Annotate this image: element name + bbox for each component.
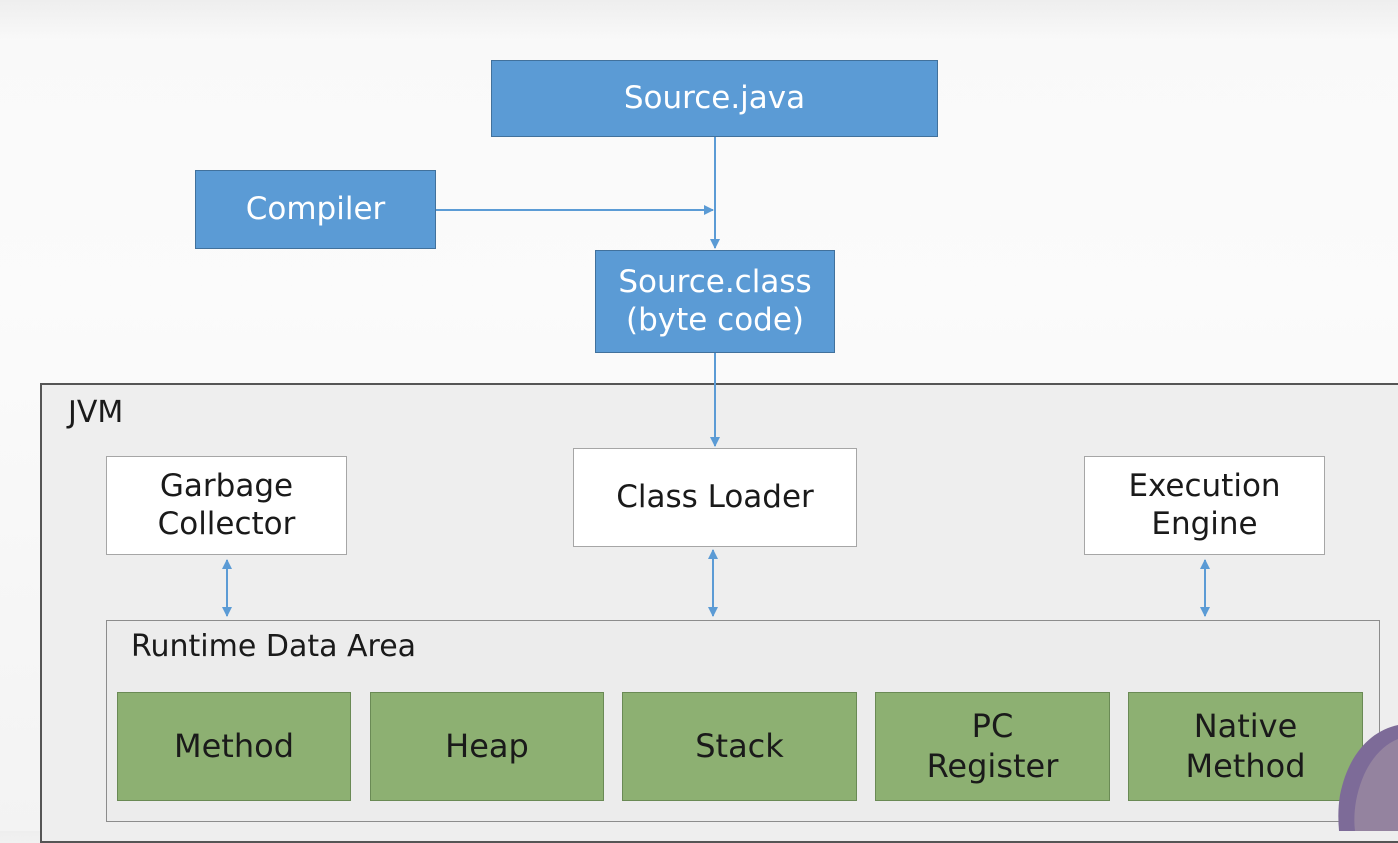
heap-label: Heap	[445, 726, 529, 765]
native-method-box: Native Method	[1128, 692, 1363, 801]
runtime-data-area-label: Runtime Data Area	[131, 629, 417, 664]
class-loader-label: Class Loader	[616, 478, 814, 515]
heap-box: Heap	[370, 692, 604, 801]
execution-engine-box: Execution Engine	[1084, 456, 1325, 555]
native-method-label-line2: Method	[1185, 746, 1306, 785]
stack-label: Stack	[695, 726, 784, 765]
pc-register-box: PC Register	[875, 692, 1110, 801]
source-java-box: Source.java	[491, 60, 938, 137]
execution-engine-label-line2: Engine	[1151, 505, 1258, 542]
stack-box: Stack	[622, 692, 857, 801]
compiler-label: Compiler	[245, 190, 386, 227]
source-java-label: Source.java	[623, 79, 806, 116]
garbage-collector-label-line2: Collector	[157, 505, 296, 542]
garbage-collector-box: Garbage Collector	[106, 456, 347, 555]
method-area-label: Method	[173, 726, 294, 765]
execution-engine-label-line1: Execution	[1128, 467, 1281, 504]
source-class-label: Source.class	[618, 263, 812, 300]
native-method-label-line1: Native	[1193, 707, 1298, 746]
presenter-overlay	[1330, 725, 1398, 831]
jvm-label: JVM	[68, 395, 124, 430]
class-loader-box: Class Loader	[573, 448, 857, 547]
pc-register-label-line1: PC	[971, 707, 1014, 746]
source-class-box: Source.class (byte code)	[595, 250, 835, 353]
method-area-box: Method	[117, 692, 351, 801]
compiler-box: Compiler	[195, 170, 436, 249]
pc-register-label-line2: Register	[926, 746, 1059, 785]
source-class-sublabel: (byte code)	[625, 301, 805, 338]
garbage-collector-label-line1: Garbage	[159, 467, 294, 504]
